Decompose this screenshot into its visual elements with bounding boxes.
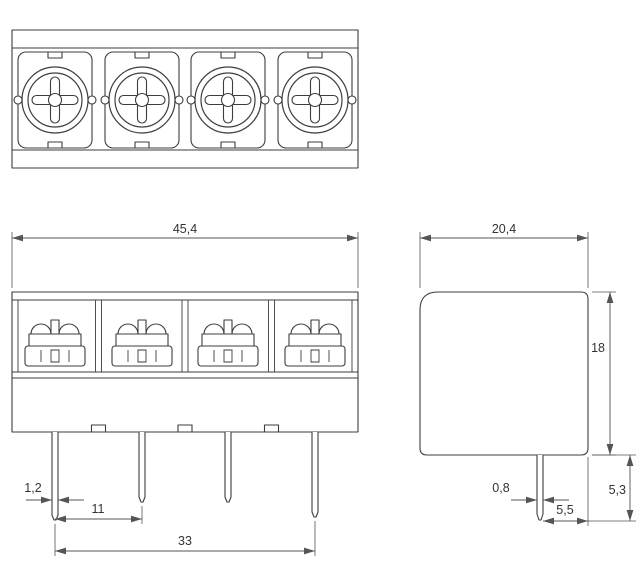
- dim-pin-length: 5,3: [609, 455, 634, 521]
- dim-label-overall-width: 45,4: [173, 222, 197, 236]
- front-view: [11, 291, 359, 521]
- wire-clamp-2: [111, 319, 173, 367]
- dim-label-pin-width-front: 1,2: [24, 481, 41, 495]
- dim-label-pin-edge-offset: 5,5: [556, 503, 573, 517]
- pin-3: [224, 432, 232, 503]
- dim-pin-width-front: 1,2: [24, 481, 84, 504]
- wire-clamp-3: [197, 319, 259, 367]
- dim-label-pin-pitch: 11: [92, 502, 105, 516]
- pin-1: [51, 432, 59, 521]
- dim-side-width: 20,4: [419, 222, 589, 288]
- dim-body-height: 18: [591, 291, 616, 456]
- pin-2: [138, 432, 146, 503]
- top-view: [11, 29, 359, 169]
- dim-pin-span: 33: [54, 521, 316, 556]
- dim-label-pin-length: 5,3: [609, 483, 626, 497]
- wire-clamp-4: [284, 319, 346, 367]
- bottom-notches: [90, 424, 280, 433]
- dim-pin-pitch: 11: [55, 502, 143, 524]
- dim-label-side-width: 20,4: [492, 222, 516, 236]
- terminal-cell-3: [186, 51, 270, 149]
- side-body: [419, 291, 589, 456]
- side-view: [419, 291, 589, 521]
- terminal-cell-2: [100, 51, 184, 149]
- dim-label-body-height: 18: [591, 341, 605, 355]
- dim-overall-width: 45,4: [11, 222, 359, 288]
- wire-clamp-1: [24, 319, 86, 367]
- side-pin: [536, 455, 544, 521]
- terminal-cell-1: [13, 51, 97, 149]
- terminal-cell-4: [273, 51, 357, 149]
- dim-pin-width-side: 0,8: [492, 481, 569, 504]
- bay-walls: [17, 300, 353, 372]
- dim-label-pin-width-side: 0,8: [492, 481, 509, 495]
- pin-4: [311, 432, 319, 518]
- dim-label-pin-span: 33: [178, 534, 192, 548]
